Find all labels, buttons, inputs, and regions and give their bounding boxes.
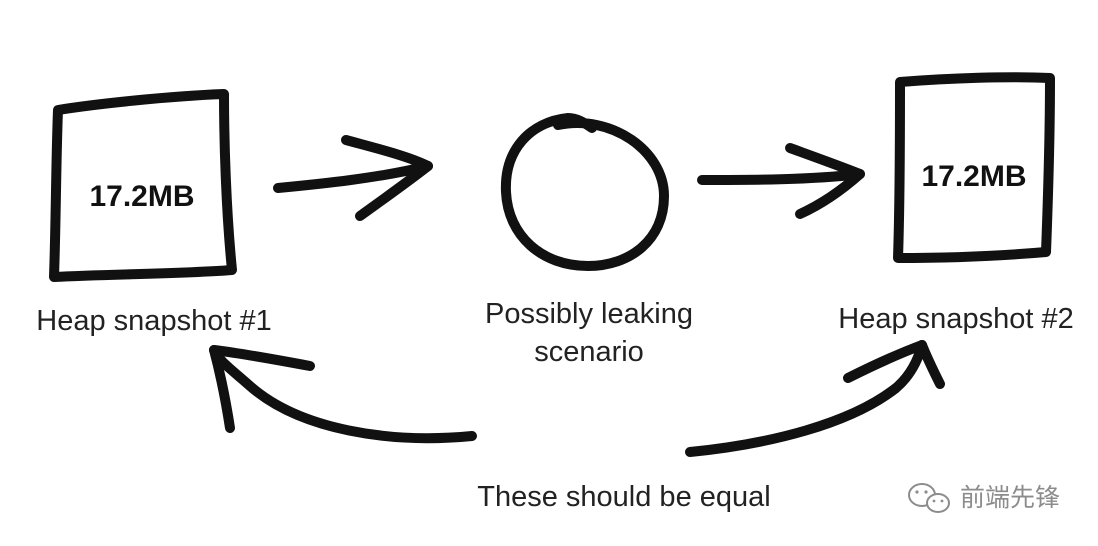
scenario-label-line2: scenario — [534, 336, 644, 368]
scenario-label-line1: Possibly leaking — [485, 298, 693, 330]
comparison-label: These should be equal — [477, 481, 770, 513]
watermark-text: 前端先锋 — [960, 483, 1060, 512]
arrow-compare-to-snapshot-2-head — [843, 340, 945, 389]
snapshot-1-size: 17.2MB — [89, 180, 194, 213]
scenario-circle — [500, 113, 669, 271]
arrow-compare-to-snapshot-1 — [209, 345, 477, 444]
arrow-to-snapshot-2-head — [785, 143, 865, 219]
snapshot-2: 17.2MB Heap snapshot #2 — [838, 72, 1074, 335]
snapshot-1: 17.2MB Heap snapshot #1 — [36, 89, 272, 337]
watermark: 前端先锋 — [908, 483, 1060, 513]
arrow-compare-to-snapshot-1-head — [209, 345, 315, 433]
arrow-compare-to-snapshot-2-curve — [685, 340, 927, 457]
arrow-compare-to-snapshot-2 — [685, 340, 945, 457]
snapshot-2-size: 17.2MB — [921, 160, 1026, 193]
arrow-to-scenario — [273, 135, 433, 221]
snapshot-2-label: Heap snapshot #2 — [838, 303, 1073, 335]
wechat-icon — [908, 483, 950, 513]
scenario: Possibly leaking scenario — [485, 113, 693, 368]
snapshot-2-box — [893, 72, 1055, 263]
snapshot-1-box — [49, 89, 237, 282]
snapshot-1-label: Heap snapshot #1 — [36, 305, 271, 337]
arrow-to-scenario-shaft — [273, 161, 433, 193]
arrow-compare-to-snapshot-1-curve — [209, 345, 477, 444]
arrow-to-snapshot-2-shaft — [697, 169, 865, 185]
arrow-to-snapshot-2 — [697, 143, 865, 219]
arrow-to-scenario-head — [341, 135, 433, 221]
